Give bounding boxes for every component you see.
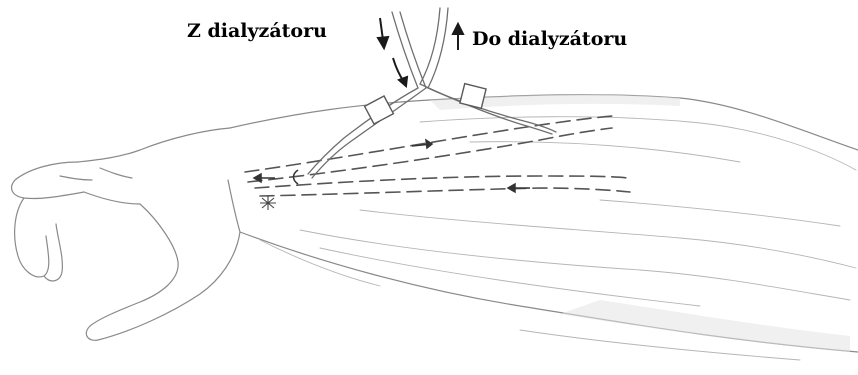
label-arrows	[378, 18, 463, 86]
flow-arrow-1-head	[426, 140, 432, 148]
label-to-dialyzer: Do dialyzátoru	[472, 30, 627, 49]
needle-clamps	[365, 84, 486, 124]
forearm-outline	[12, 95, 858, 352]
vessel-flow-arrows	[254, 140, 530, 192]
blood-vessels-dashed	[245, 116, 630, 196]
label-from-dialyzer: Z dialyzátoru	[187, 22, 327, 41]
arrow-curve-icon	[393, 58, 407, 86]
arrow-down-icon	[378, 18, 388, 48]
muscle-sketch-lines	[260, 117, 856, 360]
flow-arrow-2-head	[508, 184, 515, 192]
arrow-up-icon	[453, 24, 463, 50]
clamp-right	[460, 84, 486, 109]
anastomosis-mark	[260, 196, 276, 210]
